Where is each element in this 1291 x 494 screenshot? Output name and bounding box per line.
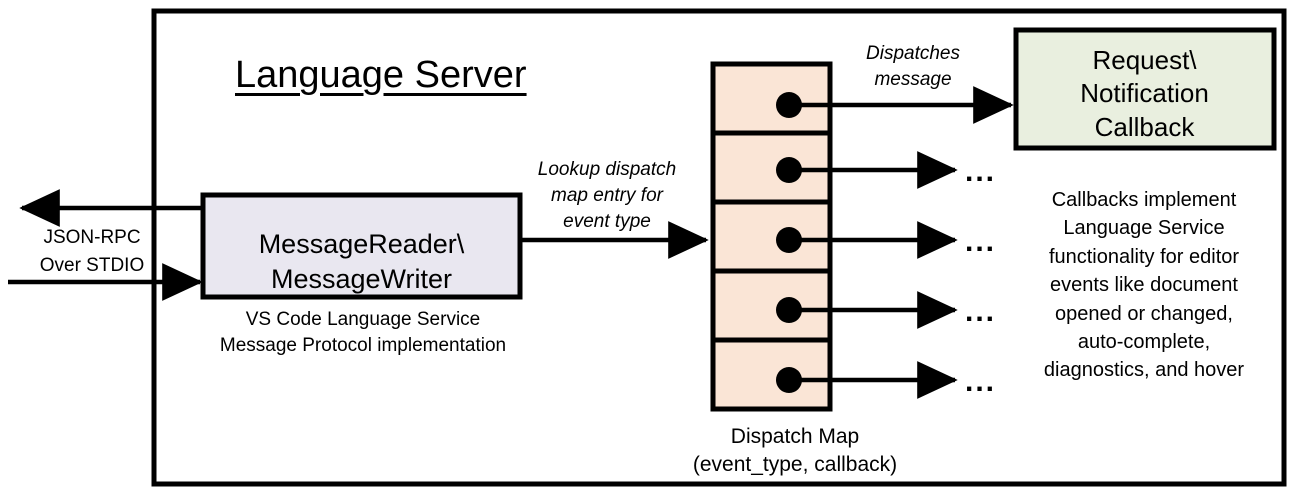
language-server-frame bbox=[151, 8, 1287, 487]
callback-caption: Callbacks implement Language Service fun… bbox=[1043, 189, 1245, 382]
ellipsis-marker: ... bbox=[965, 155, 997, 188]
dispatch-map-caption: Dispatch Map (event_type, callback) bbox=[692, 425, 898, 477]
message-reader-writer-caption: VS Code Language Service Message Protoco… bbox=[219, 309, 507, 356]
callback-box-label: Request\ Notification Callback bbox=[1080, 45, 1209, 142]
edge-label-dispatches-message: Dispatches message bbox=[866, 43, 960, 91]
transport-label: JSON-RPC Over STDIO bbox=[39, 227, 145, 276]
request-notification-callback-box[interactable] bbox=[1013, 27, 1277, 151]
dispatch-map-cell[interactable] bbox=[710, 199, 833, 274]
ellipsis-marker: ... bbox=[965, 295, 997, 328]
dispatch-map-cell[interactable] bbox=[710, 268, 833, 343]
ellipsis-marker: ... bbox=[965, 225, 997, 258]
dispatch-map-cell[interactable] bbox=[710, 337, 833, 412]
page-title: Language Server bbox=[235, 54, 527, 96]
message-reader-writer-label: MessageReader\ MessageWriter bbox=[258, 229, 465, 294]
dispatch-map-cell[interactable] bbox=[710, 61, 833, 136]
message-reader-writer-box[interactable] bbox=[200, 192, 523, 300]
dispatch-map-cell[interactable] bbox=[710, 130, 833, 205]
edge-label-lookup-dispatch: Lookup dispatch map entry for event type bbox=[537, 159, 677, 233]
ellipsis-marker: ... bbox=[965, 365, 997, 398]
